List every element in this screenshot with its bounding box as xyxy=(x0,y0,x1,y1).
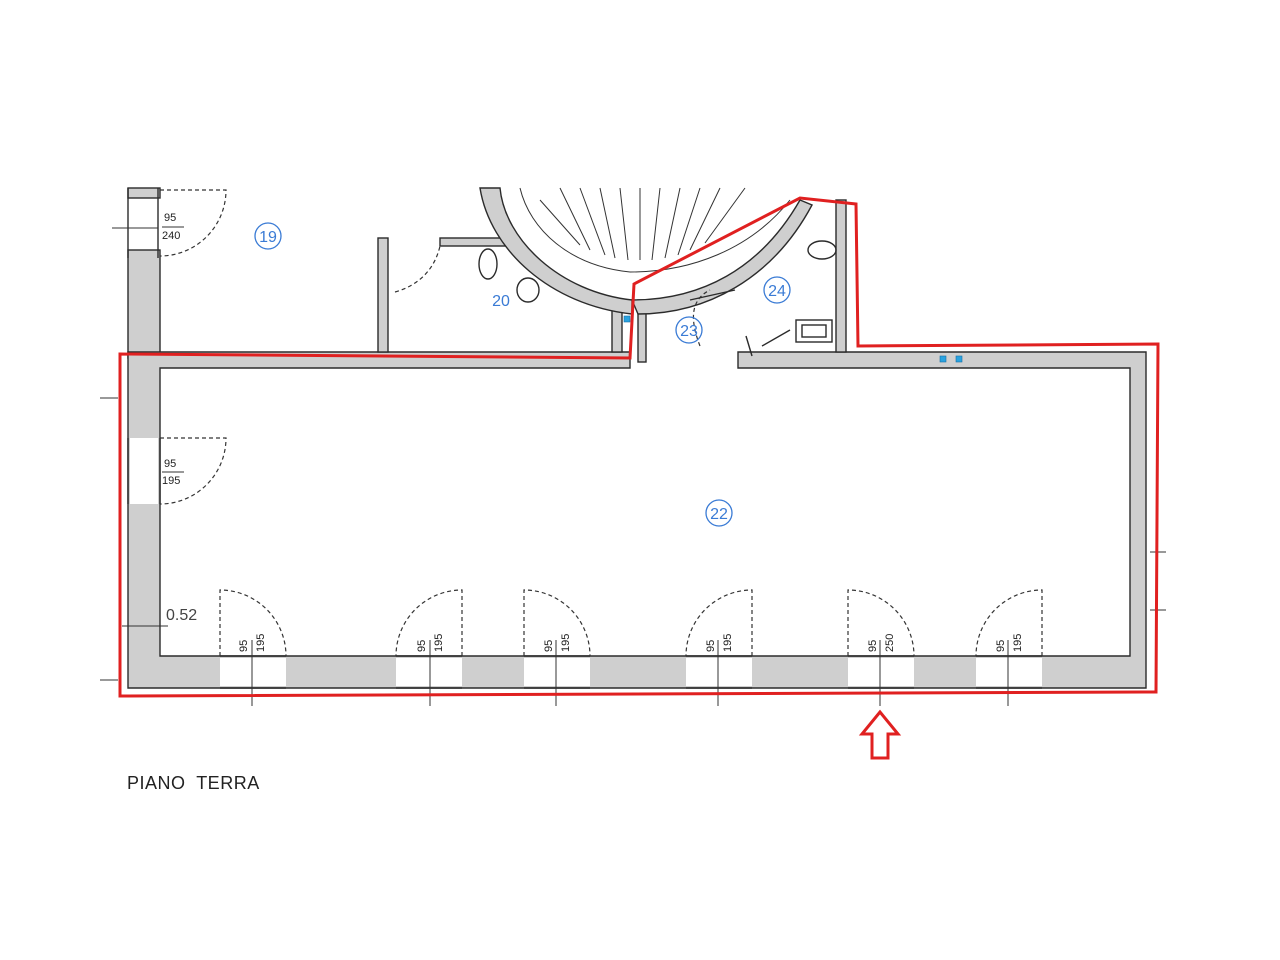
room-label-22: 22 xyxy=(710,506,728,523)
opening-frames xyxy=(127,188,1042,689)
main-room-walls xyxy=(127,351,1147,689)
room-label-24: 24 xyxy=(768,283,786,300)
room-20: 20 xyxy=(492,293,510,310)
arrow-up-icon xyxy=(858,709,902,760)
room-23: 23 xyxy=(675,316,703,344)
door-height-label: 250 xyxy=(884,634,896,652)
spiral-stair xyxy=(519,187,791,273)
room-label-19: 19 xyxy=(259,229,277,246)
door-height-label: 195 xyxy=(1012,634,1024,652)
toilet-icon xyxy=(478,248,498,280)
door-height-label: 195 xyxy=(722,634,734,652)
toilet-icon-2 xyxy=(807,240,837,260)
door-height-label: 195 xyxy=(560,634,572,652)
sink-icon xyxy=(795,319,833,343)
room-label-23: 23 xyxy=(680,323,698,340)
door-width-label: 95 xyxy=(238,640,250,652)
highlight-boundary xyxy=(118,196,1160,698)
door-width-label: 95 xyxy=(416,640,428,652)
room-22: 22 xyxy=(705,499,733,527)
door-width-label: 95 xyxy=(543,640,555,652)
door-height-label: 195 xyxy=(162,475,180,487)
floor-title: PIANO TERRA xyxy=(127,773,260,793)
wall-measurement: 0.52 xyxy=(166,607,197,624)
door-width-label: 95 xyxy=(164,212,176,224)
fixtures xyxy=(478,240,837,357)
door-width-label: 95 xyxy=(995,640,1007,652)
room-24: 24 xyxy=(763,276,791,304)
walls xyxy=(127,187,1147,689)
door-height-label: 240 xyxy=(162,230,180,242)
room-19: 19 xyxy=(254,222,282,250)
door-height-label: 195 xyxy=(433,634,445,652)
door-swings xyxy=(159,189,1043,657)
bottom-openings xyxy=(130,438,1042,686)
door-width-label: 95 xyxy=(705,640,717,652)
door-width-label: 95 xyxy=(867,640,879,652)
room-label-20: 20 xyxy=(492,293,510,310)
bidet-icon xyxy=(516,277,540,303)
door-height-label: 195 xyxy=(255,634,267,652)
door-dimensions: 95 240 95 195 95 195 95 195 95 195 95 19… xyxy=(162,212,1024,652)
outlet-markers xyxy=(623,315,963,363)
door-width-label: 95 xyxy=(164,458,176,470)
